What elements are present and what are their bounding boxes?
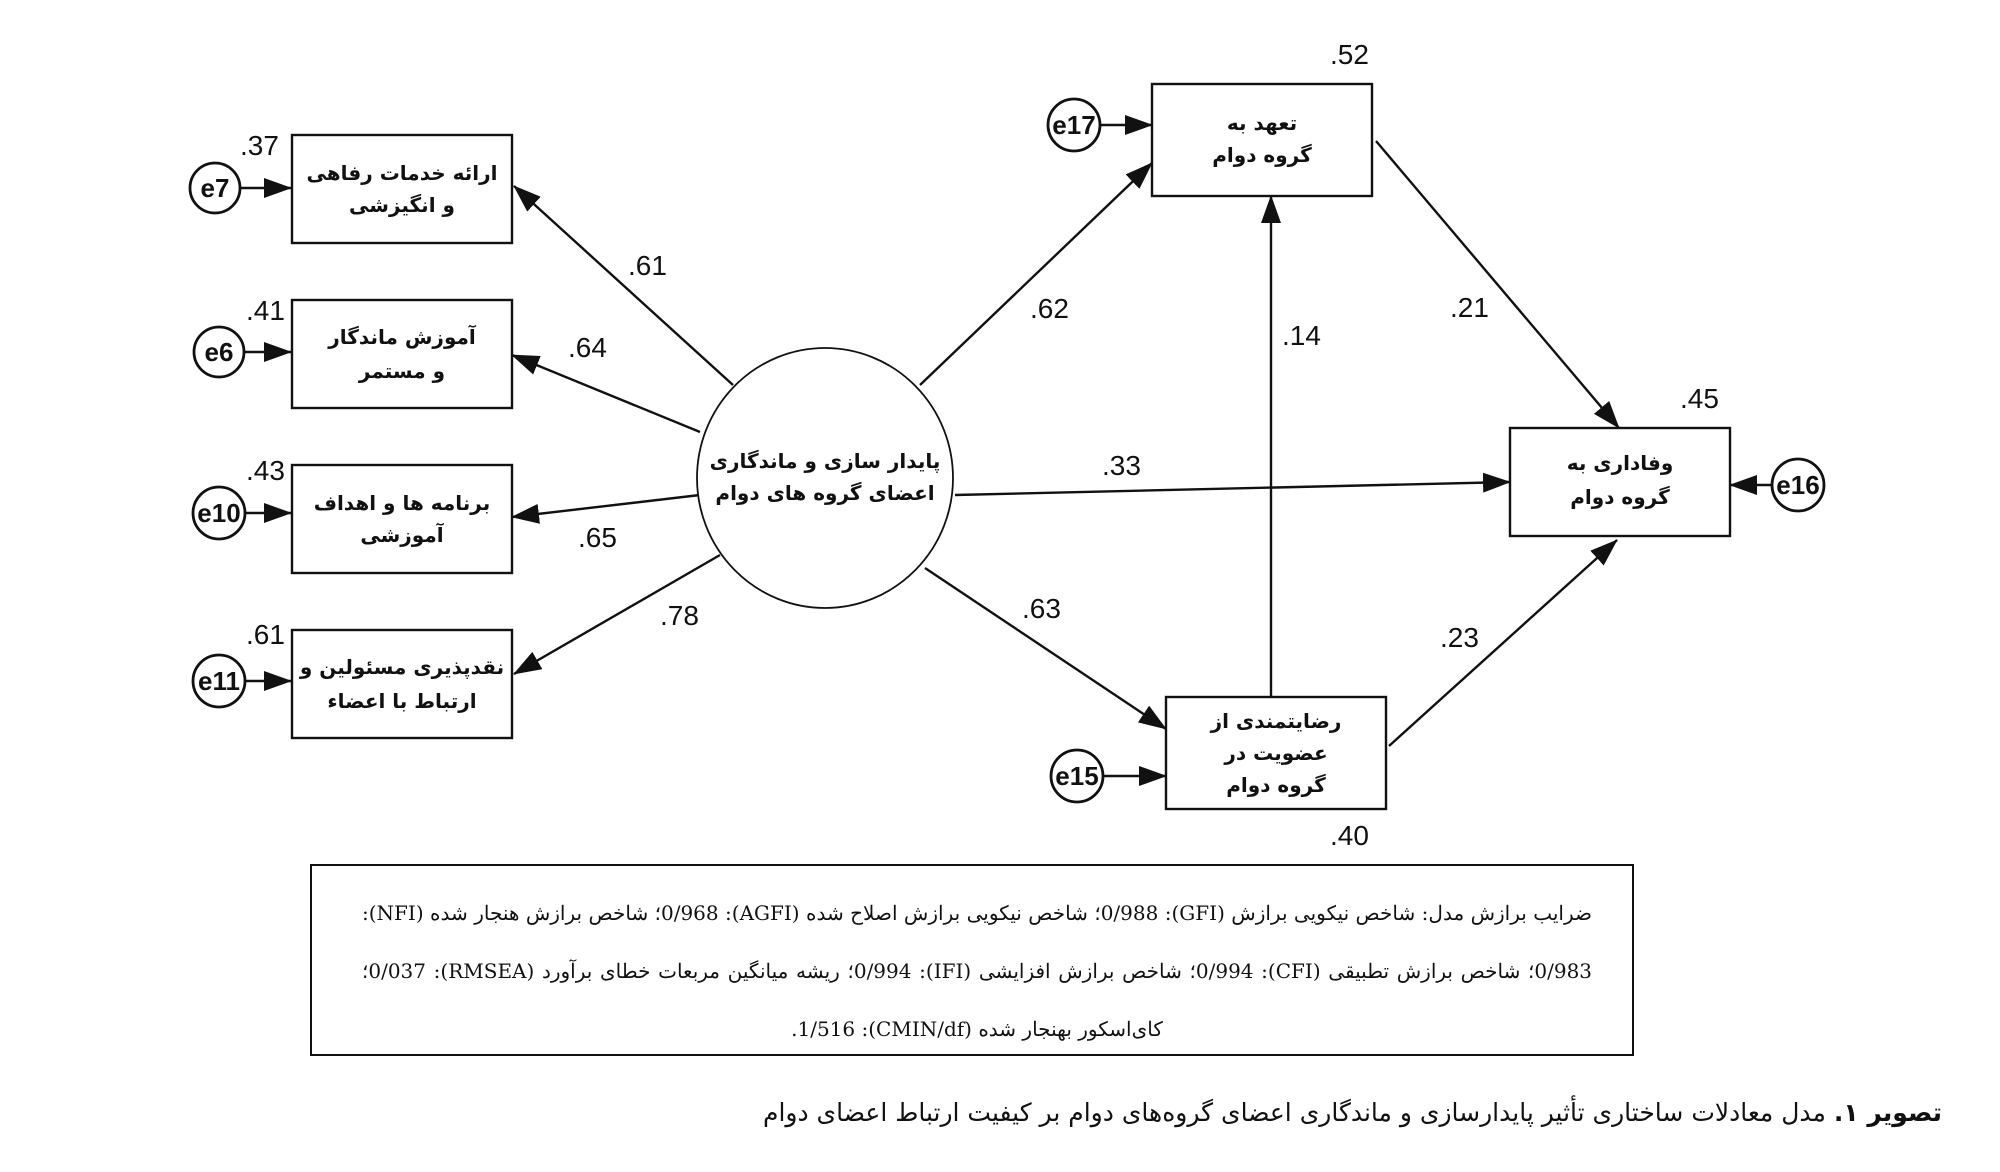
error-e7: e7 [188,161,242,215]
r2-satisfaction: .40 [1330,820,1369,851]
error-e10-label: e10 [197,498,240,528]
box-satisfaction-line1: رضایتمندی از [1210,709,1342,733]
box-welfare: ارائه خدمات رفاهی و انگیزشی [290,133,514,245]
r2-critique: .61 [246,619,285,650]
r2-programs: .43 [246,455,285,486]
caption-text: مدل معادلات ساختاری تأثیر پایدارسازی و م… [762,1098,1826,1127]
sem-path-diagram: پایدار سازی و ماندگاری اعضای گروه های دو… [188,39,1826,851]
error-e11: e11 [191,653,247,709]
arrow-center-programs [511,493,701,524]
box-critique-line2: ارتباط با اعضاء [327,689,476,713]
box-loyalty-line1: وفاداری به [1567,451,1674,475]
latent-center-line2: اعضای گروه های دوام [715,481,934,505]
r2-loyalty: .45 [1680,383,1719,414]
error-e6-label: e6 [205,337,234,367]
arrow-center-training [511,353,701,434]
error-e17-label: e17 [1052,110,1095,140]
box-welfare-line1: ارائه خدمات رفاهی [307,161,498,185]
coef-center-satisfaction: .63 [1022,593,1061,624]
box-loyalty-line2: گروه دوام [1570,485,1670,509]
box-critique-line1: نقدپذیری مسئولین و [299,655,504,680]
r2-commitment: .52 [1330,39,1369,70]
error-e10: e10 [191,485,247,541]
box-commitment-line1: تعهد به [1227,111,1297,135]
error-e6: e6 [192,325,246,379]
error-e15-label: e15 [1055,761,1098,791]
box-programs-line1: برنامه ها و اهداف [314,491,491,515]
box-satisfaction-line2: عضویت در [1223,741,1327,765]
arrow-commitment-loyalty [1375,140,1620,429]
arrow-center-critique [513,553,721,676]
fit-indices-text: ضرایب برازش مدل: شاخص نیکویی برازش (GFI)… [362,901,1593,1041]
coef-center-commitment: .62 [1030,293,1069,324]
fit-indices-box: ضرایب برازش مدل: شاخص نیکویی برازش (GFI)… [310,864,1634,1056]
r2-welfare: .37 [240,130,279,161]
coef-center-training: .64 [568,332,607,363]
arrow-center-loyalty [954,472,1511,497]
caption-label: تصویر ۱. [1833,1098,1942,1127]
box-programs-line2: آموزشی [360,522,444,547]
error-e15: e15 [1049,748,1105,804]
figure-caption: تصویر ۱. مدل معادلات ساختاری تأثیر پایدا… [763,1098,1942,1127]
arrow-center-commitment [919,162,1153,386]
latent-center-line1: پایدار سازی و ماندگاری [710,449,941,474]
error-e11-label: e11 [198,666,240,696]
box-critique: نقدپذیری مسئولین و ارتباط با اعضاء [290,628,514,740]
error-e17: e17 [1046,97,1102,153]
coef-satisfaction-commitment: .14 [1282,320,1321,351]
error-e7-label: e7 [201,173,230,203]
box-programs: برنامه ها و اهداف آموزشی [290,463,514,575]
error-e16-label: e16 [1776,470,1819,500]
box-welfare-line2: و انگیزشی [349,193,455,217]
box-training-line1: آموزش ماندگار [327,324,477,349]
box-training: آموزش ماندگار و مستمر [290,298,514,410]
latent-center [696,347,954,609]
arrow-center-welfare [513,185,734,386]
coef-center-critique: .78 [660,600,699,631]
box-commitment-line2: گروه دوام [1212,143,1312,167]
coef-center-loyalty: .33 [1102,450,1141,481]
coef-center-welfare: .61 [628,250,667,281]
r2-training: .41 [246,295,285,326]
coef-commitment-loyalty: .21 [1450,292,1489,323]
arrow-center-satisfaction [924,567,1167,730]
box-commitment: تعهد به گروه دوام [1150,82,1374,198]
arrow-satisfaction-loyalty [1388,539,1618,747]
box-loyalty: وفاداری به گروه دوام [1508,426,1732,538]
box-satisfaction-line3: گروه دوام [1226,773,1326,797]
box-satisfaction: رضایتمندی از عضویت در گروه دوام [1164,695,1388,811]
coef-center-programs: .65 [578,522,617,553]
error-e16: e16 [1770,457,1826,513]
coef-satisfaction-loyalty: .23 [1440,622,1479,653]
box-training-line2: و مستمر [358,359,445,383]
